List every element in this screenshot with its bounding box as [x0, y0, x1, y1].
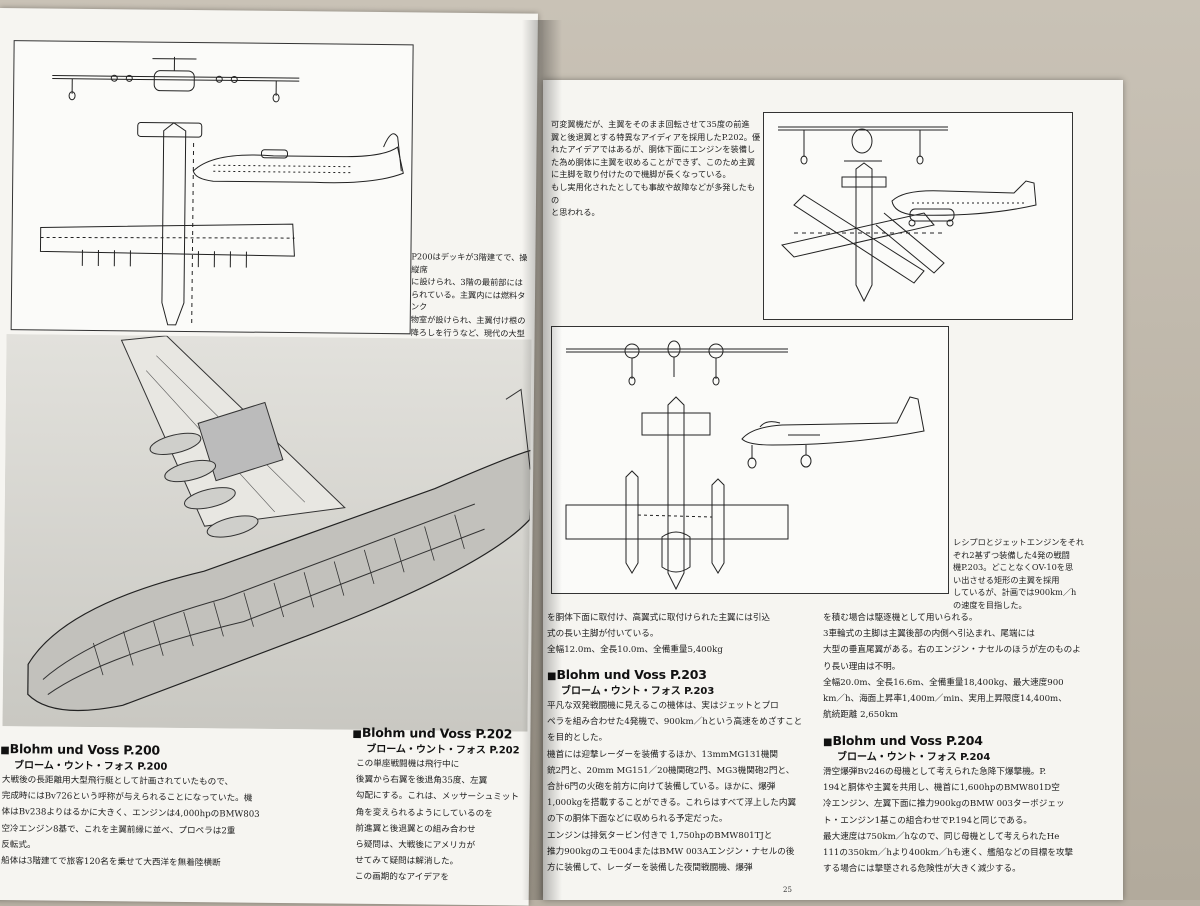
p204-heading-jp: ブローム・ウント・フォス P.204 [837, 748, 990, 763]
p202-drawing-frame [763, 112, 1073, 320]
p203-three-view-drawing [552, 327, 948, 593]
right-page: 可変翼機だが、主翼をそのまま回転させて35度の前進 翼と後退翼とする特異なアイデ… [543, 80, 1123, 900]
p203-body-text: 平凡な双発戦闘機に見えるこの機体は、実はジェットとプロ ペラを組み合わせた4発機… [547, 698, 817, 876]
p202-continued-text: を胴体下面に取付け、高翼式に取付けられた主翼には引込 式の長い主脚が付いている。… [547, 610, 817, 659]
p203-heading: ■Blohm und Voss P.203 [547, 664, 707, 683]
p202-heading-en: Blohm und Voss P.202 [362, 725, 512, 742]
p200-heading-jp: ブローム・ウント・フォス P.200 [14, 756, 168, 773]
p203-drawing-frame [551, 326, 949, 594]
p203-heading-en: Blohm und Voss P.203 [556, 667, 706, 682]
p200-body-text: 大戦後の長距離用大型飛行艇として計画されていたもので、 完成時にはBv726とい… [1, 772, 352, 873]
p200-three-view-drawing [12, 41, 413, 333]
p202-three-view-drawing [764, 113, 1072, 319]
p202-body-text: この単座戦闘機は飛行中に 後翼から右翼を後退角35度、左翼 勾配にする。これは、… [355, 756, 528, 887]
book-spine-shadow [522, 20, 562, 900]
p203-heading-jp: ブローム・ウント・フォス P.203 [561, 682, 714, 697]
p202-heading-jp: ブローム・ウント・フォス P.202 [366, 740, 520, 757]
p203-continued-text: を積む場合は駆逐機として用いられる。 3車輪式の主脚は主翼後部の内側へ引込まれ、… [823, 610, 1115, 723]
p200-caption: P200はデッキが3階建てで、操縦席 に設けられ、3階の最前部には られている。… [410, 250, 531, 352]
p200-cutaway-illustration [2, 334, 531, 731]
p204-body-text: 滑空爆弾Bv246の母機として考えられた急降下爆撃機。P. 194と胴体や主翼を… [823, 764, 1115, 877]
p204-heading-en: Blohm und Voss P.204 [832, 733, 982, 748]
p200-heading-en: Blohm und Voss P.200 [10, 741, 160, 758]
left-page: P200はデッキが3階建てで、操縦席 に設けられ、3階の最前部には られている。… [0, 8, 538, 906]
p203-caption: レシプロとジェットエンジンをそれ ぞれ2基ずつ装備した4発の戦闘 機P.203。… [953, 536, 1119, 612]
p204-heading: ■Blohm und Voss P.204 [823, 730, 983, 749]
page-number: 25 [783, 886, 792, 894]
p200-drawing-frame [11, 40, 414, 334]
p202-caption: 可変翼機だが、主翼をそのまま回転させて35度の前進 翼と後退翼とする特異なアイデ… [551, 118, 761, 219]
